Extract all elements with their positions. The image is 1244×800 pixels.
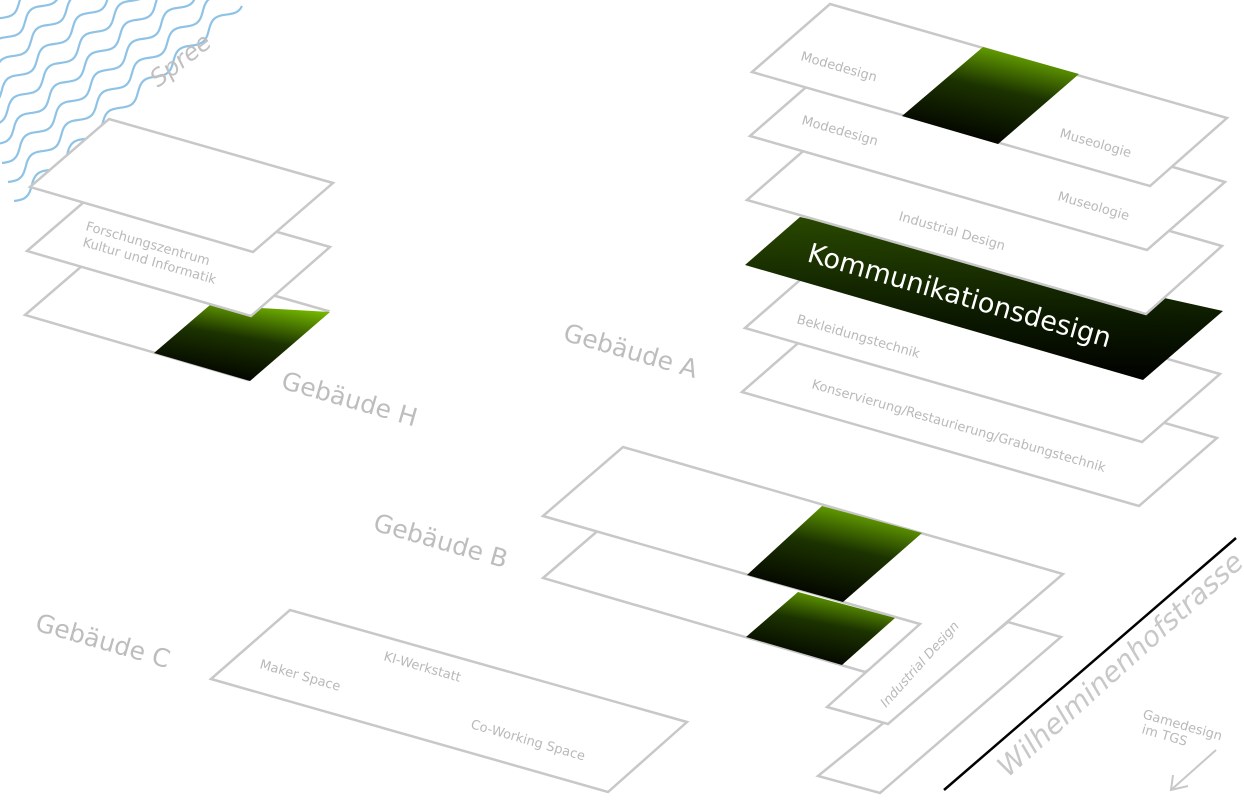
building-a-highlight-floor[interactable] — [745, 217, 1223, 380]
building-c-label: Gebäude C — [32, 608, 173, 674]
building-c-floor[interactable] — [208, 608, 690, 794]
river-wave-line — [0, 0, 109, 99]
street-line — [943, 537, 1237, 791]
arrow-down-left-icon — [1169, 749, 1217, 792]
building-h-highlight-square — [154, 305, 330, 381]
building-a-label: Gebäude A — [560, 318, 701, 384]
river-wave-line — [0, 0, 141, 124]
river-label: Spree — [144, 28, 216, 93]
river-wave-line — [0, 0, 72, 64]
building-a[interactable]: Konservierung/Restaurierung/Grabungstech… — [560, 2, 1230, 508]
building-a-floor-4[interactable] — [744, 130, 1225, 316]
building-h-label: Gebäude H — [278, 366, 420, 432]
building-a-floor-6[interactable] — [742, 258, 1223, 444]
building-h-floor-2[interactable] — [24, 181, 333, 318]
building-h-floor-3[interactable] — [27, 117, 336, 254]
river-wave-line — [0, 0, 58, 40]
building-a-highlight-square — [902, 47, 1079, 144]
building-b-label: Gebäude B — [370, 508, 511, 574]
river-wave-line — [0, 0, 22, 20]
building-b-highlight-square-upper — [747, 506, 922, 602]
river-wave-line — [1, 0, 196, 165]
river-wave-line — [0, 0, 158, 145]
building-c[interactable]: KI-Werkstatt Maker Space Co-Working Spac… — [32, 608, 690, 794]
building-a-floor-7[interactable] — [739, 322, 1220, 508]
river-wave-line — [7, 0, 210, 184]
building-b-highlight-square-lower — [746, 592, 895, 665]
building-a-floor-3[interactable] — [747, 66, 1228, 252]
building-h[interactable]: Forschungszentrum Kultur und Informatik … — [22, 117, 421, 432]
